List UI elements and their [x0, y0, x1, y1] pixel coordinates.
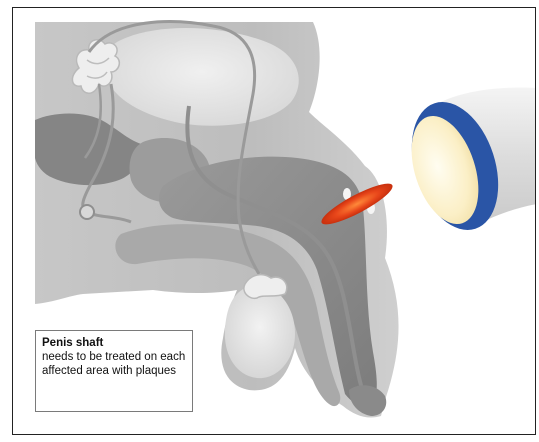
caption-body: needs to be treated on each affected are… [42, 350, 186, 378]
caption-box: Penis shaft needs to be treated on each … [35, 330, 193, 412]
shockwave-applicator [397, 88, 536, 242]
epididymis [244, 275, 287, 299]
figure-frame: Penis shaft needs to be treated on each … [12, 7, 536, 435]
caption-title: Penis shaft [42, 336, 186, 350]
bulbourethral-gland [80, 205, 94, 219]
